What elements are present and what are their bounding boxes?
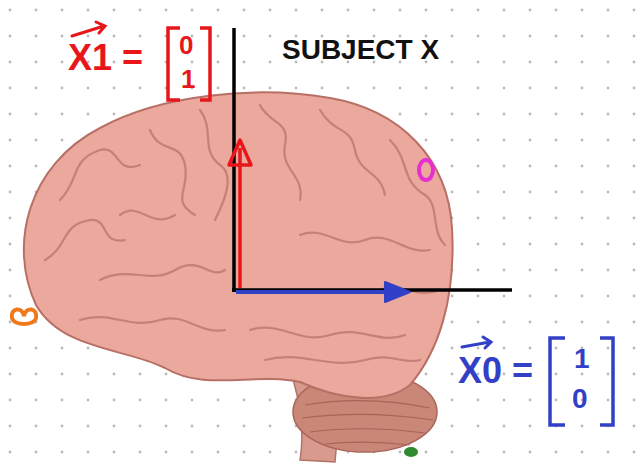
vector-accent [462, 337, 491, 348]
vector-accent [72, 22, 105, 36]
vector-name: X1 = [68, 40, 143, 76]
cerebrum [24, 92, 453, 397]
vector-component: 1 [574, 345, 590, 373]
vector-x1 [238, 148, 242, 288]
vector-component: 0 [572, 385, 588, 413]
matrix-bracket [550, 338, 613, 425]
vector-component: 1 [181, 66, 195, 92]
cerebellum-folds [302, 401, 433, 445]
magenta-mark [419, 160, 433, 180]
x-axis [232, 288, 512, 292]
vector-name: X0 = [458, 353, 533, 389]
arrowhead [229, 140, 251, 165]
vector-component: 0 [179, 32, 193, 58]
subject-title: SUBJECT X [282, 36, 439, 64]
green-mark [404, 447, 418, 457]
matrix-bracket [168, 28, 210, 100]
vector-x0 [236, 290, 405, 294]
orange-mark [12, 309, 36, 324]
gyri [45, 105, 445, 363]
arrowhead [385, 282, 410, 302]
